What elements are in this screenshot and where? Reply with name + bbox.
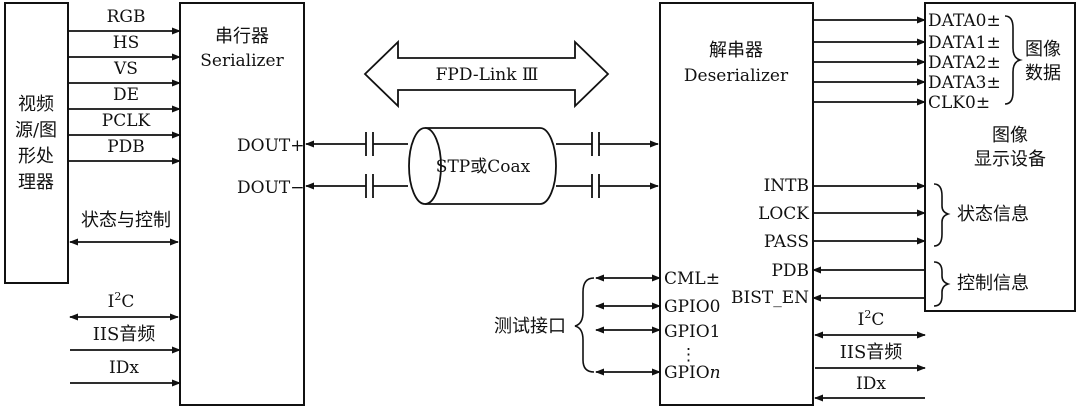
des-i2c-label: I2C: [858, 308, 885, 330]
signal-label-pclk: PCLK: [102, 111, 151, 131]
signal-label-pdb: PDB: [107, 137, 145, 157]
signal-label-vs: VS: [113, 59, 138, 79]
video-source-label-1: 视频: [18, 94, 54, 115]
display-label-2: 显示设备: [974, 149, 1046, 170]
video-source-label-3: 形处: [18, 146, 54, 167]
pin-label-intb: INTB: [764, 176, 809, 196]
pin-label-pass: PASS: [764, 232, 809, 252]
fpd-link-arrow: [363, 39, 610, 109]
serializer-box: [179, 2, 305, 406]
display-device-box: [924, 2, 1076, 312]
deserializer-title-en: Deserializer: [684, 66, 789, 86]
display-label-1: 图像: [992, 125, 1028, 146]
data-label-1: DATA1±: [928, 33, 1001, 53]
cable-cylinder: [408, 127, 557, 205]
serializer-dout-pos: DOUT+: [237, 136, 304, 156]
signal-label-rgb: RGB: [107, 7, 146, 27]
deserializer-title-cn: 解串器: [709, 40, 763, 61]
test-group-label: 测试接口: [494, 316, 566, 337]
status-group-label: 状态信息: [957, 204, 1029, 225]
data-label-clk: CLK0±: [928, 93, 990, 113]
video-source-label-2: 源/图: [15, 120, 57, 141]
fpd-link-label: FPD-Link Ⅲ: [436, 65, 539, 85]
pin-label-lock: LOCK: [758, 204, 809, 224]
pin-label-gpio0: GPIO0: [664, 297, 721, 317]
pin-label-gpio1: GPIO1: [664, 322, 721, 342]
serializer-title-en: Serializer: [200, 51, 284, 71]
image-data-label-2: 数据: [1025, 63, 1061, 84]
signal-label-de: DE: [113, 85, 139, 105]
deserializer-box: [659, 2, 814, 406]
signal-label-hs: HS: [113, 33, 139, 53]
pin-label-cml: CML±: [664, 269, 720, 289]
input-signal-group: RGB HS VS DE PCLK PDB: [68, 7, 181, 165]
pin-label-gpion: GPIOn: [664, 363, 721, 383]
cable-label: STP或Coax: [436, 157, 531, 177]
serializer-dout-neg: DOUT−: [237, 178, 304, 198]
ser-idx-label: IDx: [109, 358, 139, 378]
des-idx-label: IDx: [856, 374, 886, 394]
video-source-box: [4, 2, 69, 284]
pin-label-ellipsis: ⋮: [680, 345, 697, 365]
pin-label-pdb: PDB: [771, 261, 809, 281]
data-label-2: DATA2±: [928, 53, 1001, 73]
ser-i2c-label: I2C: [108, 290, 135, 312]
control-brace: [933, 261, 951, 307]
data-label-3: DATA3±: [928, 73, 1001, 93]
status-control-label: 状态与控制: [81, 210, 171, 231]
control-group-label: 控制信息: [957, 273, 1029, 294]
status-brace: [933, 183, 951, 247]
ser-iis-label: IIS音频: [93, 324, 156, 345]
des-iis-label: IIS音频: [840, 342, 903, 363]
image-data-brace: [1004, 15, 1023, 105]
serializer-title-cn: 串行器: [215, 26, 269, 47]
pin-label-bist-en: BIST_EN: [731, 288, 809, 308]
data-label-0: DATA0±: [928, 11, 1001, 31]
test-group-brace: [574, 277, 595, 373]
link-line-positive: [305, 132, 659, 156]
link-line-negative: [305, 174, 659, 198]
video-source-label-4: 理器: [18, 172, 54, 193]
image-data-label-1: 图像: [1025, 39, 1061, 60]
